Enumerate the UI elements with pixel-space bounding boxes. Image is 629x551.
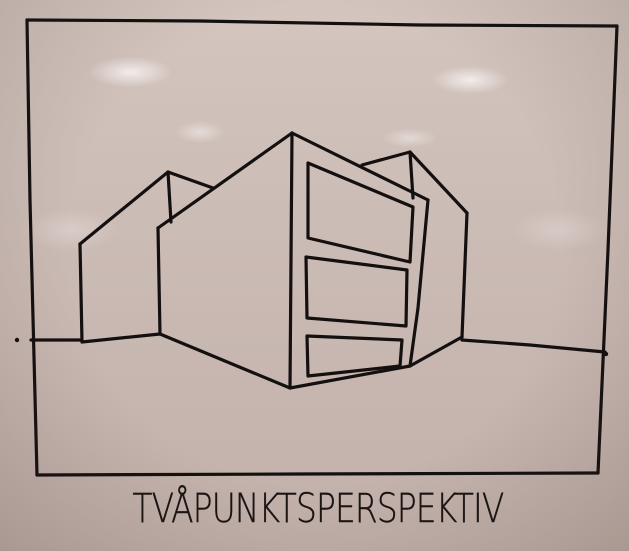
vanishing-point-right — [604, 352, 608, 356]
central-base-left — [160, 334, 290, 388]
central-front-edge — [290, 133, 292, 388]
frame-right — [598, 26, 617, 473]
frame-lines — [27, 20, 617, 475]
window-group — [306, 163, 413, 376]
caption-text: TVÅPUNKTSPERSPEKTIV — [121, 486, 504, 532]
right-house-roof — [362, 152, 467, 213]
left-house-base — [82, 334, 160, 342]
right-house-wall — [462, 213, 467, 337]
frame-left — [27, 20, 37, 475]
central-roof-left — [158, 133, 292, 228]
left-house-corner — [168, 172, 171, 222]
window-top — [308, 163, 413, 262]
left-house-wall-left — [80, 244, 82, 342]
horizon-right — [462, 340, 605, 352]
central-left-wall — [158, 228, 160, 334]
right-house-base — [410, 337, 462, 366]
vanishing-point-left — [15, 338, 19, 342]
central-building — [158, 133, 428, 388]
frame-bottom — [37, 473, 598, 475]
left-house-outline — [80, 172, 213, 244]
left-house — [80, 172, 213, 342]
horizon-line — [31, 340, 605, 352]
frame-top — [27, 20, 617, 26]
sketch-caption: TVÅPUNKTSPERSPEKTIV — [54, 486, 570, 532]
window-middle — [306, 257, 407, 326]
